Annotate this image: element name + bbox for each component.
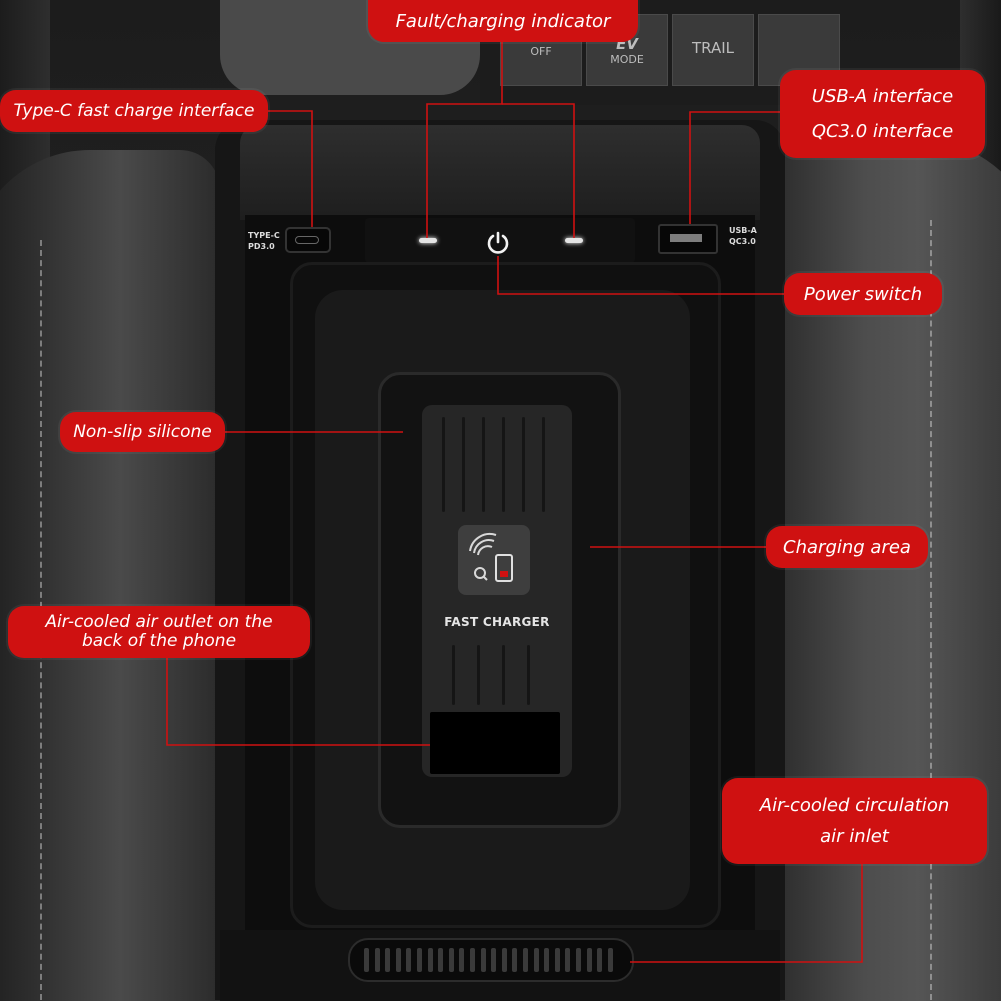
air-inlet-callout: Air-cooled circulation air inlet (722, 778, 987, 864)
holder-rib (477, 645, 480, 705)
vent-slot (523, 948, 528, 972)
vent-slot (470, 948, 475, 972)
vent-slot (364, 948, 369, 972)
vent-slot (533, 948, 539, 972)
fault-indicator-callout: Fault/charging indicator (368, 0, 638, 42)
power-switch-callout: Power switch (784, 273, 942, 315)
air-inlet-vent (348, 938, 634, 982)
vent-slot (544, 948, 550, 972)
holder-rib (482, 417, 485, 512)
typec-callout: Type-C fast charge interface (0, 90, 268, 132)
trail-label: TRAIL (691, 39, 735, 57)
silicone-callout: Non-slip silicone (60, 412, 225, 452)
vent-slot (374, 948, 380, 972)
vent-slot (448, 948, 454, 972)
vent-slot (565, 948, 571, 972)
vent-slot (480, 948, 486, 972)
vent-slot (459, 948, 465, 972)
tray-top-bezel (240, 125, 760, 220)
typec-port[interactable] (285, 227, 331, 253)
holder-rib (522, 417, 525, 512)
power-icon[interactable] (485, 230, 511, 256)
holder-rib (502, 645, 505, 705)
air-inlet-callout-line2: air inlet (820, 826, 889, 847)
vent-slot (576, 948, 581, 972)
vent-slot (491, 948, 497, 972)
holder-rib (502, 417, 505, 512)
wireless-charging-icon (469, 533, 513, 582)
vent-slot (597, 948, 603, 972)
air-outlet-callout-line1: Air-cooled air outlet on the (45, 612, 273, 632)
fault-indicator-led (419, 238, 437, 243)
vent-slot (417, 948, 422, 972)
vent-slot (427, 948, 433, 972)
trail-button[interactable]: TRAIL (672, 14, 754, 86)
holder-rib (527, 645, 530, 705)
holder-rib (462, 417, 465, 512)
usba-port-label: USB-A QC3.0 (729, 226, 757, 246)
air-outlet (430, 712, 560, 774)
holder-rib (452, 645, 455, 705)
wireless-charging-logo (458, 525, 530, 595)
vent-slot (512, 948, 518, 972)
vent-slot (586, 948, 592, 972)
off-label: OFF (530, 45, 552, 58)
vent-slot (607, 948, 613, 972)
vent-slot (554, 948, 560, 972)
air-inlet-callout-line1: Air-cooled circulation (759, 795, 950, 816)
holder-rib (442, 417, 445, 512)
usba-port[interactable] (658, 224, 718, 254)
vent-slot (395, 948, 401, 972)
fast-charger-label: FAST CHARGER (444, 615, 550, 629)
usba-callout-line2: QC3.0 interface (811, 121, 954, 142)
usba-callout-line1: USB-A interface (811, 86, 954, 107)
usba-callout: USB-A interface QC3.0 interface (780, 70, 985, 158)
vent-slot (438, 948, 444, 972)
ev-mode-label: MODE (610, 53, 644, 66)
holder-rib (542, 417, 545, 512)
charging-area-callout: Charging area (766, 526, 928, 568)
typec-port-label: TYPE-C PD3.0 (248, 231, 280, 251)
vent-slot (406, 948, 412, 972)
left-armrest (0, 150, 220, 1001)
vent-slot (501, 948, 507, 972)
charging-indicator-led (565, 238, 583, 243)
right-armrest (770, 140, 1001, 1001)
air-outlet-callout: Air-cooled air outlet on the back of the… (8, 606, 310, 658)
vent-slot (385, 948, 391, 972)
right-stitching (930, 220, 932, 1000)
air-outlet-callout-line2: back of the phone (81, 631, 237, 651)
